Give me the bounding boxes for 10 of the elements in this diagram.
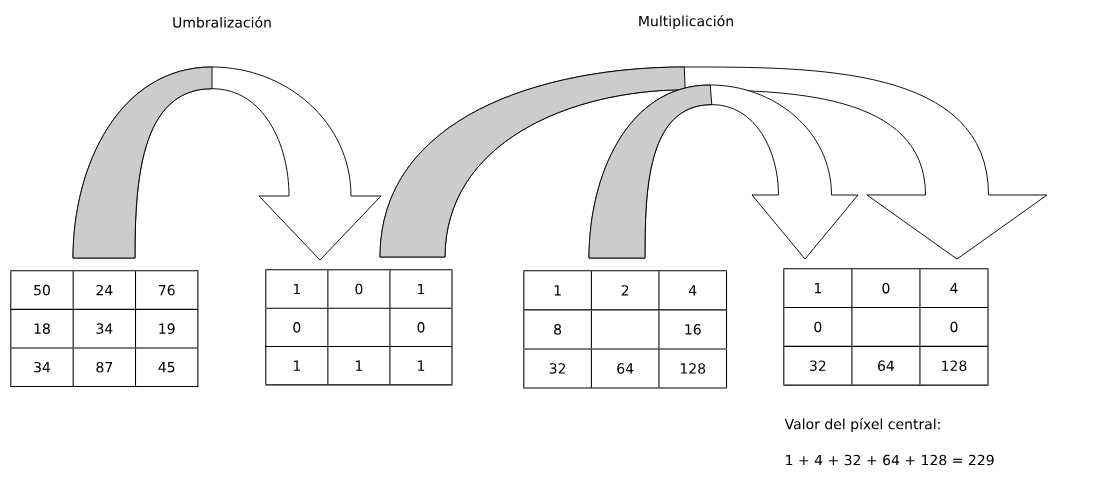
number-grid: 1 0 4 0 0 32 64 128 bbox=[782, 268, 990, 386]
number-grid: 50 24 76 18 34 19 34 87 45 bbox=[9, 270, 199, 387]
number-grid: 1 0 1 0 0 1 1 1 bbox=[264, 269, 454, 386]
curved-block-arrow bbox=[72, 66, 382, 261]
label-text: Multiplicación bbox=[639, 14, 733, 30]
label-text: 1 + 4 + 32 + 64 + 128 = 229 bbox=[786, 454, 994, 466]
label-text: Umbralización bbox=[173, 16, 271, 28]
label-text: Valor del píxel central: bbox=[784, 417, 940, 433]
number-grid: 1 2 4 8 16 32 64 128 bbox=[522, 270, 728, 389]
curved-block-arrow bbox=[588, 84, 859, 260]
